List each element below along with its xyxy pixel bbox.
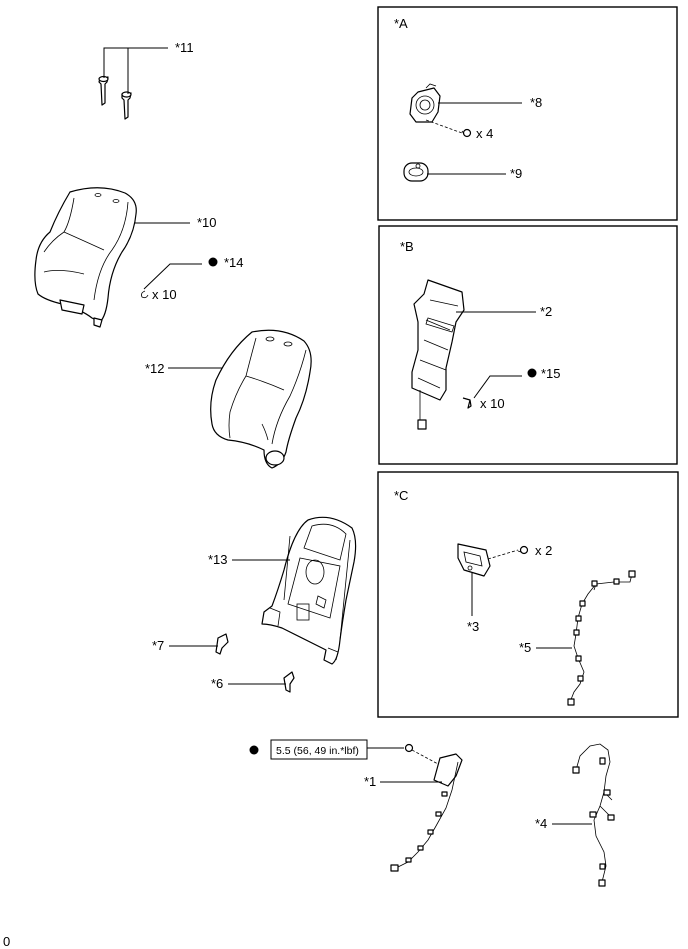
headrest-support-parts (98, 75, 132, 120)
non-reusable-part-dot-icon (527, 368, 537, 378)
seatback-cover-part (34, 187, 137, 328)
callout-13: *13 (208, 552, 228, 567)
callout-10: *10 (197, 215, 217, 230)
seatback-pad-part (210, 329, 312, 469)
callout-4: *4 (535, 816, 547, 831)
airbag-assembly-part (390, 753, 463, 872)
wire-harness-4-part (572, 743, 615, 887)
leader-11 (103, 47, 168, 94)
switch-part (403, 162, 429, 182)
callout-6: *6 (211, 676, 223, 691)
screw-axis-line (425, 119, 463, 134)
callout-8: *8 (530, 95, 542, 110)
quantity-a: x 4 (476, 126, 493, 141)
seatback-frame-part (261, 516, 357, 665)
callout-2: *2 (540, 304, 552, 319)
clip-6-part (283, 671, 295, 693)
non-reusable-part-dot-icon (249, 745, 259, 755)
callout-12: *12 (145, 361, 165, 376)
hog-ring-part (141, 290, 149, 299)
frame-a-label: *A (394, 16, 408, 31)
nut-axis-line (411, 749, 439, 765)
callout-14: *14 (224, 255, 244, 270)
frame-c-label: *C (394, 488, 408, 503)
frame-b (378, 225, 678, 465)
callout-15: *15 (541, 366, 561, 381)
callout-1: *1 (364, 774, 376, 789)
screw-a-part (461, 128, 472, 138)
clip-7-part (215, 633, 229, 655)
wire-harness-5-part (567, 570, 636, 706)
screw-c-part (517, 545, 529, 555)
footer-mark: 0 (3, 934, 10, 949)
callout-5: *5 (519, 640, 531, 655)
callout-11: *11 (175, 40, 194, 55)
callout-3: *3 (467, 619, 479, 634)
frame-a (377, 6, 678, 221)
screw-c-axis-line (487, 549, 519, 560)
quantity-c: x 2 (535, 543, 552, 558)
torque-spec: 5.5 (56, 49 in.*lbf) (276, 745, 359, 757)
bracket-3-part (457, 543, 491, 577)
callout-7: *7 (152, 638, 164, 653)
callout-9: *9 (510, 166, 522, 181)
speaker-assembly-part (409, 83, 441, 123)
nut-part (404, 743, 414, 753)
quantity-15: x 10 (480, 396, 505, 411)
non-reusable-part-dot-icon (208, 257, 218, 267)
leader-14 (143, 263, 202, 290)
leader-15 (473, 375, 522, 399)
seat-heater-part (411, 279, 465, 430)
torque-spec-box (270, 739, 368, 760)
frame-b-label: *B (400, 239, 414, 254)
frame-c (377, 471, 679, 718)
quantity-14: x 10 (152, 287, 177, 302)
hog-ring-b-part (462, 397, 472, 409)
